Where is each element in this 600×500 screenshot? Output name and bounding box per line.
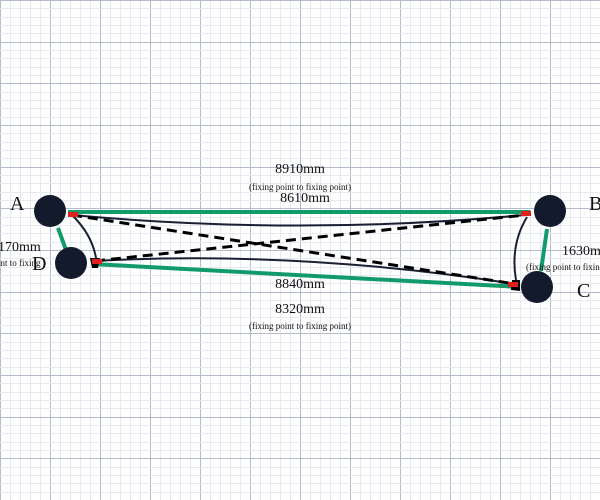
node-label-d: D [32, 253, 46, 275]
label-dc-fixing-note: (fixing point to fixing point) [249, 321, 351, 331]
curve-a-b [71, 214, 526, 227]
node-d[interactable] [55, 247, 87, 279]
node-a[interactable] [34, 195, 66, 227]
node-label-a: A [10, 193, 25, 215]
marker-b [521, 211, 531, 216]
label-dc-other: 8840mm [275, 277, 325, 292]
label-ab-other: 8610mm [280, 191, 330, 206]
dashed-d-b [94, 213, 526, 263]
node-label-c: C [577, 280, 590, 302]
edge-b-c [539, 228, 549, 272]
label-ad-length: 170mm [0, 240, 41, 255]
marker-a [68, 212, 78, 217]
label-ad-note: int to fixing [0, 258, 41, 268]
label-bc-length: 1630mm [562, 244, 600, 259]
arc-a-d [72, 215, 97, 259]
node-label-b: B [589, 193, 600, 215]
marker-d [92, 259, 102, 264]
marker-c [508, 282, 518, 287]
label-bc-note: (fixing point to fixing point) [526, 262, 600, 272]
node-c[interactable] [521, 271, 553, 303]
edge-a-d [56, 227, 68, 251]
label-dc-fixing: 8320mm [275, 302, 325, 317]
arc-b-c [513, 216, 528, 281]
label-ab-fixing-note: (fixing point to fixing point) [249, 182, 351, 192]
dashed-a-c [71, 213, 516, 286]
label-ab-fixing: 8910mm [275, 162, 325, 177]
node-b[interactable] [534, 195, 566, 227]
edge-d-c-fixing [91, 262, 521, 289]
